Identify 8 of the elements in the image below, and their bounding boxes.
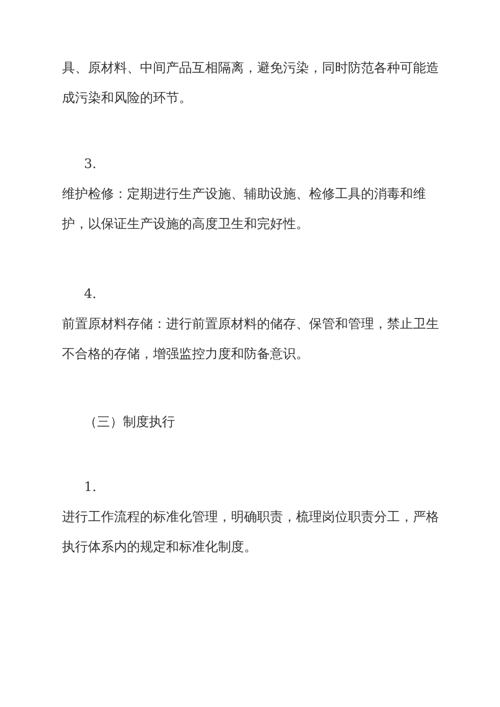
- paragraph: 维护检修：定期进行生产设施、辅助设施、检修工具的消毒和维护，以保证生产设施的高度卫生和完好性。: [62, 186, 427, 234]
- item-number: 3.: [84, 156, 96, 174]
- paragraph: 前置原材料存储：进行前置原材料的储存、保管和管理，禁止卫生不合格的存储，增强监控力度和防备意识。: [62, 316, 440, 364]
- item-number: 4.: [84, 286, 96, 304]
- paragraph: 具、原材料、中间产品互相隔离，避免污染，同时防范各种可能造成污染和风险的环节。: [62, 60, 440, 108]
- paragraph: 进行工作流程的标准化管理，明确职责，梳理岗位职责分工，严格执行体系内的规定和标准化制度。: [62, 509, 440, 557]
- item-number: 1.: [84, 479, 96, 497]
- section-heading: （三）制度执行: [84, 414, 175, 432]
